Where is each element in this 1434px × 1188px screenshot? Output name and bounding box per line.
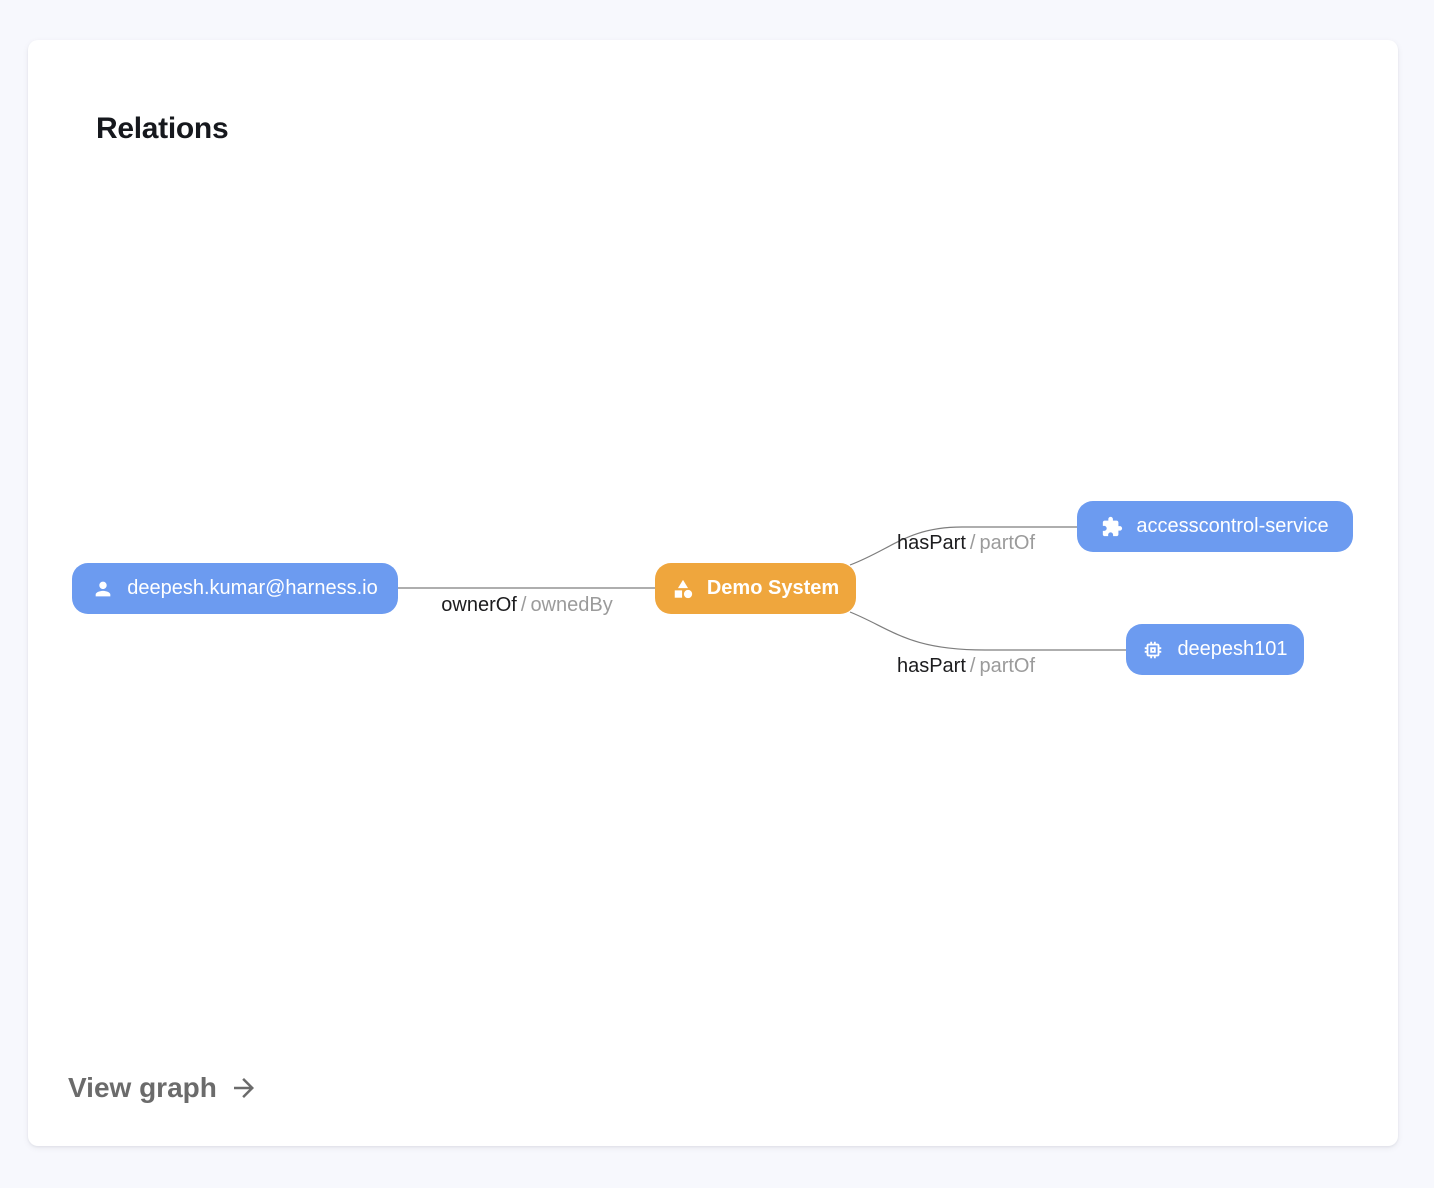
node-label: deepesh.kumar@harness.io [127,577,378,599]
node-resource-entity[interactable]: deepesh101 [1126,624,1304,675]
puzzle-icon [1101,516,1123,538]
person-icon [92,578,114,600]
node-label: accesscontrol-service [1136,515,1329,537]
chip-icon [1142,639,1164,661]
view-graph-label: View graph [68,1072,217,1103]
category-icon [672,578,694,600]
edge-label-haspart-resource: hasPart/partOf [896,655,1036,677]
arrow-right-icon [233,1078,254,1098]
view-graph-link[interactable]: View graph [68,1072,259,1104]
node-system-entity[interactable]: Demo System [655,563,856,614]
edge-label-ownerof: ownerOf/ownedBy [441,594,613,616]
node-service-entity[interactable]: accesscontrol-service [1077,501,1353,552]
edge-label-haspart-service: hasPart/partOf [896,532,1036,554]
node-user-entity[interactable]: deepesh.kumar@harness.io [72,563,398,614]
page-title: Relations [96,112,229,145]
node-label: deepesh101 [1177,638,1288,660]
node-label: Demo System [706,577,840,599]
